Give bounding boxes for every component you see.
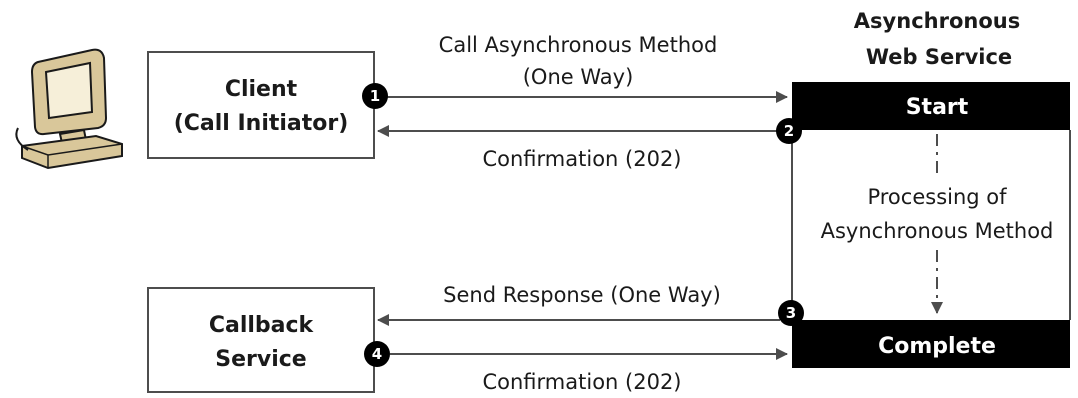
processing-label-line1: Processing of [867, 185, 1007, 209]
step-4-number: 4 [372, 345, 382, 363]
send-response-label: Send Response (One Way) [443, 283, 721, 307]
complete-bar: Complete [792, 320, 1070, 368]
confirmation-top-label: Confirmation (202) [482, 147, 681, 171]
callback-service-box: Callback Service [147, 287, 375, 393]
processing-label-line2: Asynchronous Method [821, 219, 1054, 243]
step-1-marker: 1 [362, 83, 388, 109]
client-box: Client (Call Initiator) [147, 51, 375, 159]
step-3-marker: 3 [778, 300, 804, 326]
step-2-number: 2 [784, 122, 794, 140]
service-title-line2: Web Service [866, 45, 1012, 69]
step-2-marker: 2 [776, 118, 802, 144]
step-4-marker: 4 [364, 341, 390, 367]
service-title-line1: Asynchronous [854, 9, 1020, 33]
call-label-line1: Call Asynchronous Method [439, 33, 718, 57]
start-label: Start [906, 95, 969, 120]
start-bar: Start [792, 82, 1070, 130]
call-label-line2: (One Way) [523, 65, 634, 89]
confirmation-bottom-label: Confirmation (202) [482, 370, 681, 394]
complete-label: Complete [878, 334, 996, 359]
client-label-line2: (Call Initiator) [174, 111, 349, 136]
computer-icon [15, 48, 123, 170]
step-1-number: 1 [370, 87, 380, 105]
client-label-line1: Client [225, 77, 298, 102]
callback-label-line2: Service [215, 347, 306, 372]
callback-label-line1: Callback [209, 313, 315, 338]
step-3-number: 3 [786, 304, 796, 322]
